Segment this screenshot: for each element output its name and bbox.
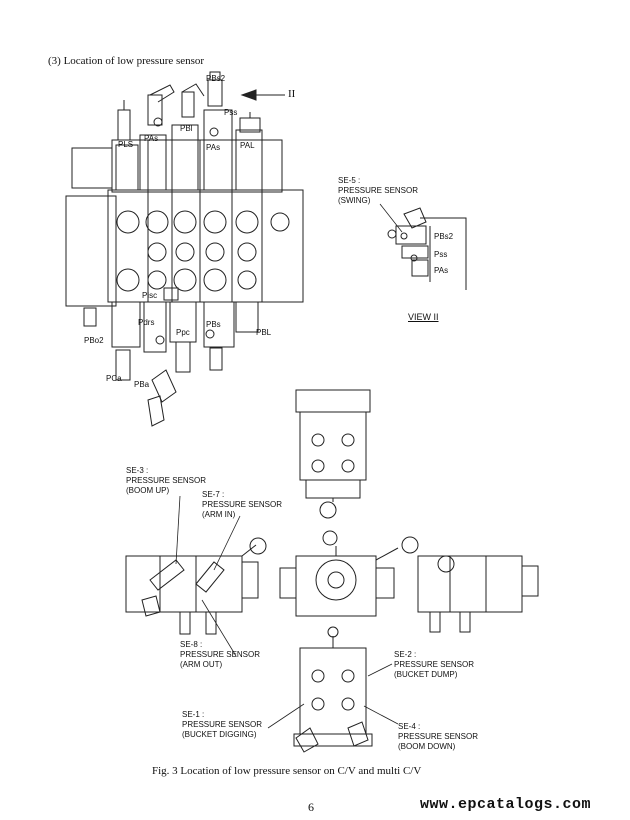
port-label-ppc: Ppc — [176, 328, 190, 337]
view-arrow — [240, 89, 285, 101]
sensor-callout-se5: SE-5 : PRESSURE SENSOR (SWING) — [338, 176, 419, 205]
view-label: VIEW II — [408, 312, 439, 322]
port-label-pas2: PAs — [206, 143, 221, 152]
port-label-pba: PBa — [134, 380, 150, 389]
port-label-pal: PAL — [240, 141, 255, 150]
sensor-callout-se7: SE-7 : PRESSURE SENSOR (ARM IN) — [202, 490, 283, 519]
sensor-callout-se4: SE-4 : PRESSURE SENSOR (BOOM DOWN) — [398, 722, 479, 751]
port-label-pbs: PBs — [206, 320, 221, 329]
port-label-pas-top: PAs — [144, 134, 159, 143]
watermark: www.epcatalogs.com — [420, 796, 592, 813]
port-label-pls: PLS — [118, 140, 134, 149]
port-label-pbs2: PBs2 — [206, 74, 226, 83]
view-port-pas: PAs — [434, 266, 449, 275]
port-label-pisc: Pisc — [142, 291, 158, 300]
sensor-callout-se3: SE-3 : PRESSURE SENSOR (BOOM UP) — [126, 466, 207, 495]
sensor-callout-se2: SE-2 : PRESSURE SENSOR (BUCKET DUMP) — [394, 650, 475, 679]
port-label-pss: Pss — [224, 108, 238, 117]
leader-lines — [175, 203, 403, 729]
port-label-pbl: PBL — [256, 328, 272, 337]
control-valve-body — [65, 71, 304, 427]
view-ii-detail — [387, 207, 467, 290]
view-marker: II — [288, 88, 296, 100]
port-label-pbi: PBl — [180, 124, 193, 133]
page-number: 6 — [308, 800, 314, 814]
sensor-callout-se8: SE-8 : PRESSURE SENSOR (ARM OUT) — [180, 640, 261, 669]
view-port-pbs2: PBs2 — [434, 232, 454, 241]
sensor-callout-se1: SE-1 : PRESSURE SENSOR (BUCKET DIGGING) — [182, 710, 263, 739]
multi-control-valve — [125, 389, 539, 753]
port-label-pbo2: PBo2 — [84, 336, 104, 345]
port-label-pdrs: Pdrs — [138, 318, 155, 327]
figure-caption: Fig. 3 Location of low pressure sensor o… — [152, 765, 422, 777]
section-heading: (3) Location of low pressure sensor — [48, 55, 205, 67]
port-label-pca: PCa — [106, 374, 122, 383]
view-port-pss: Pss — [434, 250, 448, 259]
